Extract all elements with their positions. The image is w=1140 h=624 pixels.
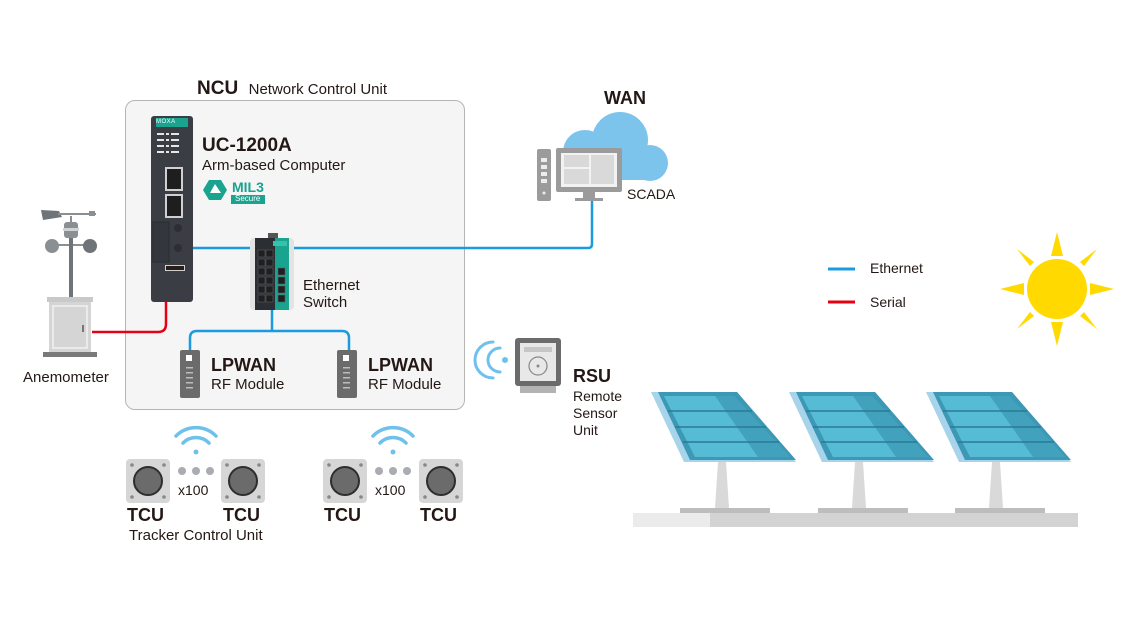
anemometer-label: Anemometer [23, 369, 109, 386]
tcu-multiplier-1: x100 [178, 482, 209, 498]
rf-module-1-subtitle: RF Module [211, 376, 285, 393]
rsu-line1: Remote [573, 388, 623, 404]
rsu-device [473, 338, 561, 393]
solar-ground [633, 513, 1078, 527]
mil3-badge-label: MIL3 [232, 179, 264, 195]
anemometer-device [41, 210, 97, 357]
moxa-brand-plate: MOXA [156, 119, 176, 125]
ncu-full-name: Network Control Unit [248, 81, 388, 98]
switch-label-line2: Switch [303, 294, 348, 311]
computer-description: Arm-based Computer [202, 157, 346, 174]
rsu-line3: Unit [573, 422, 598, 438]
mil3-secure-label: Secure [235, 194, 261, 203]
ncu-title: NCU Network Control Unit [197, 78, 388, 100]
rf-module-1-title: LPWAN [211, 355, 276, 375]
tcu-device-1 [126, 459, 170, 503]
wifi-icon-group-1 [174, 425, 218, 455]
tcu-label-2: TCU [223, 505, 260, 525]
wan-title: WAN [604, 88, 646, 108]
mil3-shield-icon [203, 180, 227, 200]
legend-ethernet-label: Ethernet [870, 260, 923, 276]
mil3-secure-plate [231, 195, 265, 204]
ethernet-line-rf-branch [188, 329, 351, 352]
solar-panel-3 [926, 392, 1071, 513]
rf-module-2-subtitle: RF Module [368, 376, 442, 393]
ncu-abbr: NCU [197, 78, 239, 99]
scada-label: SCADA [627, 186, 676, 202]
legend-serial-label: Serial [870, 294, 906, 310]
rsu-line2: Sensor [573, 405, 618, 421]
tcu-device-3 [323, 459, 367, 503]
lpwan-module-1 [180, 350, 200, 398]
tcu-caption: Tracker Control Unit [129, 527, 263, 544]
tcu-device-4 [419, 459, 463, 503]
tcu-dots-1 [178, 467, 214, 475]
switch-label-line1: Ethernet [303, 277, 360, 294]
sun-icon [1000, 232, 1114, 346]
scada-computer-icon [537, 148, 622, 201]
serial-line-anemometer [92, 300, 168, 334]
solar-panel-1 [651, 392, 796, 513]
tcu-label-1: TCU [127, 505, 164, 525]
tcu-label-3: TCU [324, 505, 361, 525]
computer-model: UC-1200A [202, 135, 292, 156]
uc1200a-device [151, 116, 193, 302]
solar-panel-2 [789, 392, 934, 513]
ethernet-line-computer-scada [178, 195, 594, 250]
rsu-abbr: RSU [573, 366, 612, 386]
ethernet-switch-device [250, 233, 294, 310]
lpwan-module-2 [337, 350, 357, 398]
tcu-multiplier-2: x100 [375, 482, 406, 498]
wifi-icon-group-2 [371, 425, 415, 455]
tcu-label-4: TCU [420, 505, 457, 525]
tcu-dots-2 [375, 467, 411, 475]
tcu-device-2 [221, 459, 265, 503]
rf-module-2-title: LPWAN [368, 355, 433, 375]
